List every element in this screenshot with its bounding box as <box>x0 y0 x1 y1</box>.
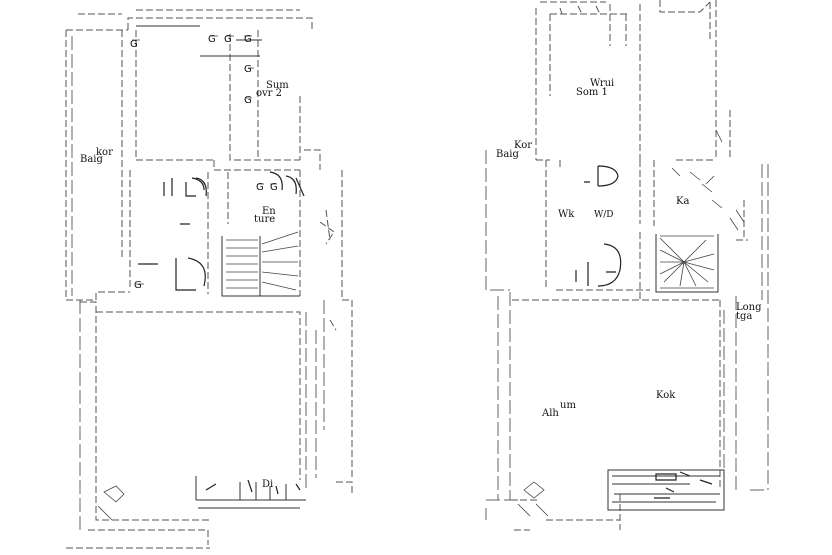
left-g-mark-5: G <box>244 64 252 75</box>
right-core-walls <box>545 90 748 300</box>
right-floor-plan <box>485 0 769 531</box>
right-west-wall <box>485 150 520 520</box>
right-label-kor: Kor <box>514 140 532 151</box>
right-top-strip <box>540 1 627 46</box>
left-east-strip <box>299 96 353 496</box>
right-label-alh: Alh <box>541 408 559 419</box>
right-label-baig: Baig <box>496 149 520 160</box>
left-g-mark-6: G <box>244 95 252 106</box>
left-exterior-vertical <box>71 36 81 530</box>
right-east-walls <box>723 164 769 491</box>
left-outer-wall <box>65 17 313 301</box>
left-living-room-walls <box>66 301 301 549</box>
right-stair-fan <box>659 235 715 289</box>
left-stair-frame <box>221 236 300 297</box>
right-label-tga: tga <box>736 311 752 322</box>
left-bedroom-top-wall <box>136 25 262 57</box>
right-label-ka: Ka <box>676 196 689 207</box>
left-g-mark-2: G <box>208 34 216 45</box>
right-label-wk: Wk <box>558 209 575 220</box>
right-kitchen-fixtures <box>654 471 713 499</box>
right-living-walls <box>510 299 721 531</box>
left-label-ovr2: ovr 2 <box>256 88 282 99</box>
left-g-mark-7: G <box>134 280 142 291</box>
right-label-kok: Kok <box>656 390 676 401</box>
right-label-som1: Som 1 <box>576 87 608 98</box>
left-label-en: En <box>262 206 276 217</box>
right-outer-wall <box>535 0 717 161</box>
right-kitchen-island <box>607 469 725 511</box>
left-label-di: Di <box>262 479 273 490</box>
left-label-ture: ture <box>254 214 275 225</box>
right-label-wrui: Wrui <box>590 78 614 89</box>
right-label-long: Long <box>736 302 762 313</box>
right-door-marks <box>671 129 745 231</box>
left-center-corridor <box>129 169 301 296</box>
left-g-mark-outlines <box>132 35 276 285</box>
left-label-baig: Baig <box>80 154 104 165</box>
left-door-arcs <box>195 171 305 197</box>
left-top-wall <box>78 9 300 15</box>
left-g-mark-1: G <box>130 39 138 50</box>
left-label-sum: Sum <box>266 80 289 91</box>
left-corner-chair <box>97 485 125 521</box>
right-label-um: um <box>560 400 576 411</box>
left-bedroom-block <box>121 30 300 260</box>
right-stair-frame <box>655 234 719 293</box>
left-g-mark-9: G <box>270 182 278 193</box>
right-label-wd: W/D <box>594 210 614 220</box>
right-bath-fixtures <box>575 165 622 287</box>
left-stair-lines <box>226 231 299 291</box>
left-label-kor: kor <box>96 147 113 158</box>
left-living-right-wall <box>305 300 325 490</box>
left-g-mark-3: G <box>224 34 232 45</box>
left-bath-fixtures <box>138 177 206 291</box>
left-g-mark-4: G <box>244 34 252 45</box>
left-kitchen-counter <box>195 476 306 509</box>
left-floor-plan <box>65 9 353 549</box>
left-kitchen-fixtures <box>205 479 301 495</box>
right-corner-chair <box>517 481 549 517</box>
left-g-mark-8: G <box>256 182 264 193</box>
